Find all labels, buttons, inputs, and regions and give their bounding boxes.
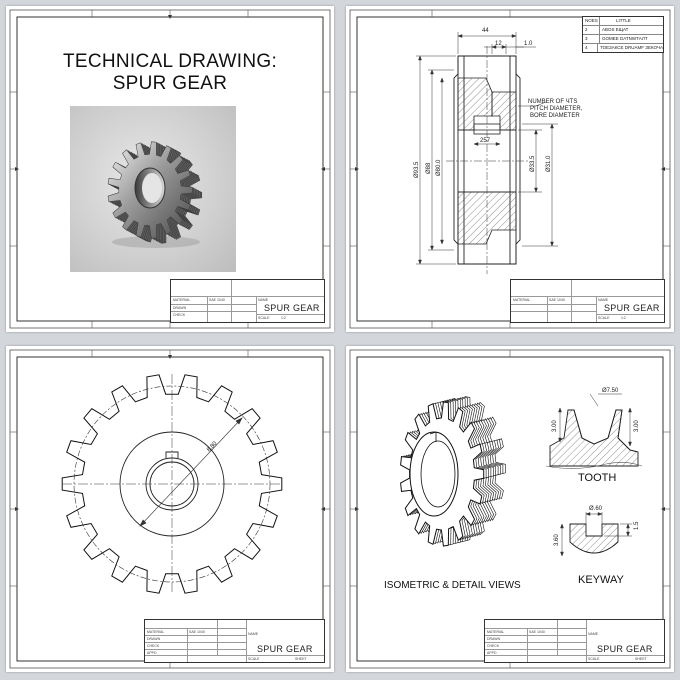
tb-label-check: CHECK [147, 644, 160, 648]
note-line-2: PITCH DIAMETER, [530, 106, 583, 112]
tb-label-material: MATERIAL [487, 630, 505, 634]
tb-label-drawn: DRAWN [173, 306, 187, 310]
tb-label-name: NAME [598, 298, 609, 302]
tb-label-sheet: SHEET [295, 657, 307, 661]
keyway-dim-depth: 1.5 [634, 521, 640, 530]
dim-bore-a: Ø33.5 [530, 155, 536, 172]
rev-row-title: ABOS ЕЩАТ [602, 27, 629, 32]
tb-label-material: MATERIAL [173, 298, 191, 302]
dim-outer-dia: Ø93.5 [414, 161, 420, 178]
tb-label-approved: APPD [147, 651, 157, 655]
dim-hub-width: 12 [495, 41, 502, 47]
tb-label-sheet: SHEET [635, 657, 647, 661]
tb-value-scale: 1:2 [281, 316, 286, 320]
rev-row-no: 4 [583, 44, 599, 52]
tb-label-scale: SCALE [588, 657, 600, 661]
tb-label-scale: SCALE [248, 657, 260, 661]
label-keyway: KEYWAY [578, 574, 624, 586]
section-drawing: 44 12 1.0 Ø93.5 Ø88 Ø80.0 [349, 9, 671, 329]
label-tooth: TOOTH [578, 472, 617, 484]
tb-part-name: SPUR GEAR [257, 644, 313, 654]
isometric-drawing: Ø7.50 3.00 3.00 Ø.60 3.60 1.5 [349, 349, 671, 669]
tb-label-drawn: DRAWN [147, 637, 161, 641]
dim-bore-b: Ø31.0 [546, 155, 552, 172]
tb-label-check: CHECK [173, 313, 186, 317]
tb-value-material: SAЕ 1040 [209, 298, 225, 302]
tooth-dim-left: 3.00 [552, 420, 558, 432]
tb-label-drawn: DRAWN [487, 637, 501, 641]
tb-label-scale: SCALE [258, 316, 270, 320]
tb-part-name: SPUR GEAR [597, 644, 653, 654]
rev-row-no: 2 [583, 26, 600, 34]
tb-value-material: SAЕ 1040 [529, 630, 545, 634]
keyway-dim-height: 3.60 [554, 534, 560, 546]
tb-value-material: SAЕ 1040 [189, 630, 205, 634]
tb-value-scale: 1:2 [621, 316, 626, 320]
tb-part-name: SPUR GEAR [604, 303, 660, 313]
rev-row-title: ТОЕЗАКСЕ DRUAMF ЗЕКОЧА [600, 45, 663, 50]
tb-label-scale: SCALE [598, 316, 610, 320]
sheet-cover: TECHNICAL DRAWING: SPUR GEAR MATERI [6, 6, 334, 332]
dim-step: 1.0 [524, 41, 533, 47]
tb-value-material: SAЕ 1040 [549, 298, 565, 302]
rev-row-title: GOMEE DATNWТАЛТ [602, 36, 648, 41]
title-block-iso: MATERIAL SAЕ 1040 DRAWN CHECK APPD NAME … [484, 619, 665, 663]
sheet-section: 44 12 1.0 Ø93.5 Ø88 Ø80.0 [346, 6, 674, 332]
title-block-front: MATERIAL SAЕ 1040 DRAWN CHECK APPD NAME … [144, 619, 325, 663]
tb-label-name: NAME [248, 632, 259, 636]
gear-photo [70, 106, 236, 272]
tb-label-approved: APPD [487, 651, 497, 655]
cover-title-line2: SPUR GEAR [112, 73, 228, 94]
dim-pitch-dia: Ø88 [426, 162, 432, 174]
rev-row-no: 3 [583, 35, 600, 43]
rev-header-no: NOES [583, 17, 600, 25]
tb-label-check: CHECK [487, 644, 500, 648]
dim-root-dia: Ø80.0 [436, 159, 442, 176]
tb-label-name: NAME [588, 632, 599, 636]
rev-header-title: LITTLE [616, 18, 631, 23]
label-isometric: ISOMETRIC & DETAIL VIEWS [384, 580, 521, 591]
metal-gear-photo-icon [107, 141, 203, 248]
title-block-section: MATERIAL SAЕ 1040 NAME SPUR GEAR SCALE 1… [510, 279, 665, 323]
sheet-isometric: Ø7.50 3.00 3.00 Ø.60 3.60 1.5 ISOMETRIC … [346, 346, 674, 672]
tb-label-material: MATERIAL [147, 630, 165, 634]
tb-part-name: SPUR GEAR [264, 303, 320, 313]
dim-keyway: 257 [480, 138, 491, 144]
sheet-front: 8.80 MATERIAL SAЕ 1040 DRAWN CHECK APPD … [6, 346, 334, 672]
tooth-dim-dia: Ø7.50 [602, 388, 619, 394]
gear-outline [61, 374, 283, 594]
title-block-cover: MATERIAL SAЕ 1040 DRAWN CHECK NAME SPUR … [170, 279, 325, 323]
note-line-1: NUMBER OF ЧТS [528, 99, 577, 105]
tooth-dim-right: 3.00 [634, 420, 640, 432]
tb-label-name: NAME [258, 298, 269, 302]
cover-title-line1: TECHNICAL DRAWING: [62, 51, 278, 72]
tb-label-material: MATERIAL [513, 298, 531, 302]
note-line-3: BORE DIAMETER [530, 113, 580, 119]
keyway-dim-width: Ø.60 [589, 506, 603, 512]
dim-overall-width: 44 [482, 28, 489, 34]
